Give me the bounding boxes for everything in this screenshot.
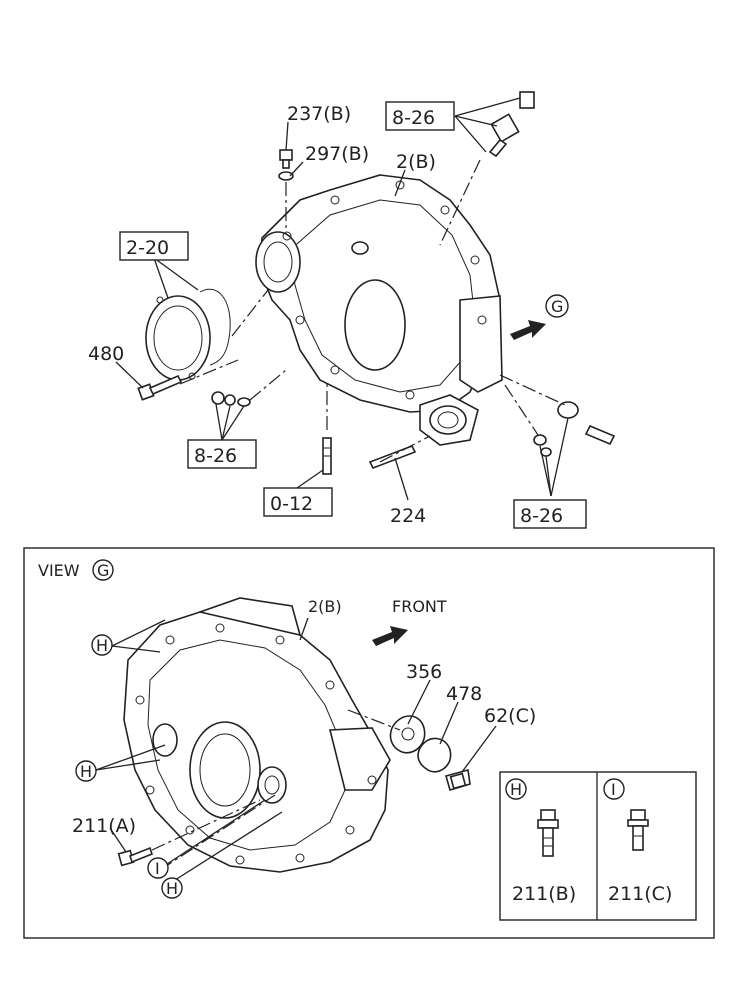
stud-0-12 [322,437,332,475]
label-8-26-left: 8-26 [194,445,237,467]
bolt-211c [627,809,649,851]
label-478: 478 [446,683,482,705]
label-356: 356 [406,661,442,683]
label-224: 224 [390,505,426,527]
leader-lines-top [179,159,566,463]
h-marker-3: H [166,879,178,898]
inset-h-marker: H [510,780,522,799]
view-marker-circle [92,559,114,581]
flywheel-housing-top [255,174,503,446]
label-0-12: 0-12 [270,493,313,515]
label-2-20: 2-20 [126,237,169,259]
view-marker: G [97,561,109,580]
h-marker-1: H [96,636,108,655]
flywheel-housing-view [123,597,391,873]
h-marker-circle-3 [161,877,183,899]
bolt-211b [537,809,559,857]
front-label: FRONT [392,597,447,616]
label-211c: 211(C) [608,883,672,905]
label-62c: 62(C) [484,705,536,727]
gasket-356 [389,715,426,754]
i-marker-circle [147,857,169,879]
cover-plate [145,288,231,381]
box-8-26-right [513,499,587,529]
bolt-480 [137,374,183,401]
label-237b: 237(B) [287,103,351,125]
inset-i-circle [603,778,625,800]
view-title: VIEW [38,561,80,580]
callout-lines-view [95,617,497,883]
inset-i-marker: I [611,780,616,799]
fittings-left [211,391,251,407]
h-marker-circle-1 [91,634,113,656]
box-2-20 [119,231,189,261]
label-8-26-top: 8-26 [392,107,435,129]
stud-224 [368,444,417,470]
label-2b-top: 2(B) [396,151,436,173]
box-8-26-left [187,439,257,469]
leader-lines-view [151,709,401,871]
fittings-right [533,401,616,457]
h-marker-circle-2 [75,760,97,782]
bolt-211a [117,846,153,867]
g-marker-circle [545,294,569,318]
label-8-26-right: 8-26 [520,505,563,527]
label-297b: 297(B) [305,143,369,165]
sensor-top [488,91,535,158]
bolt-inset-box [499,771,697,921]
label-211a: 211(A) [72,815,136,837]
view-g-arrow [510,320,546,340]
h-marker-2: H [80,762,92,781]
label-g-marker: G [551,297,563,316]
view-label-2b: 2(B) [308,597,342,616]
box-8-26-top [385,101,455,131]
plate-478 [417,737,452,773]
label-480: 480 [88,343,124,365]
label-211b: 211(B) [512,883,576,905]
bolt-62c [445,768,471,791]
inset-h-circle [505,778,527,800]
callout-lines-top [115,97,569,501]
i-marker: I [155,859,160,878]
front-arrow [372,626,408,646]
box-0-12 [263,487,333,517]
